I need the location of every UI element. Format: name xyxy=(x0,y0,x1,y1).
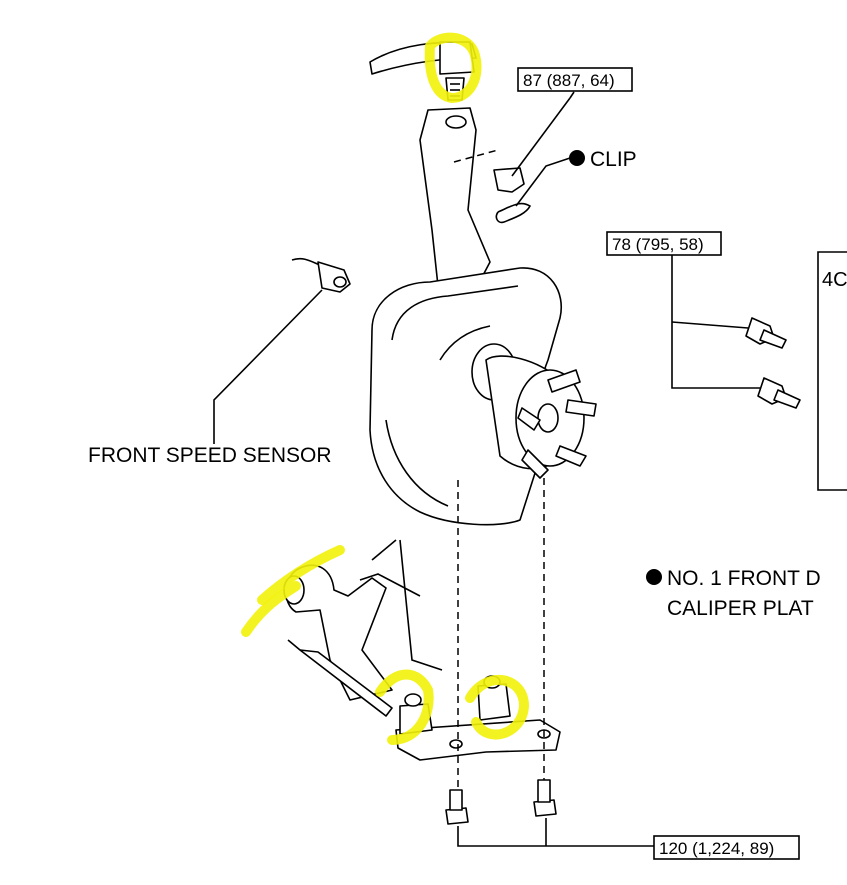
steering-knuckle xyxy=(369,107,597,526)
nut-part xyxy=(493,91,575,193)
knuckle-bolts xyxy=(671,254,801,409)
cut-box-text: 4C xyxy=(822,269,847,291)
front-speed-sensor-label: FRONT SPEED SENSOR xyxy=(88,444,332,467)
bullet-icon xyxy=(569,150,585,166)
torque-label-box-top xyxy=(517,67,633,92)
clip-label: CLIP xyxy=(590,148,637,171)
torque-label-bottom: 120 (1,224, 89) xyxy=(659,839,774,858)
bullet-icon xyxy=(646,569,662,585)
upper-arm xyxy=(369,41,477,101)
torque-label-right: 78 (795, 58) xyxy=(612,235,704,254)
front-speed-sensor-part xyxy=(213,257,351,444)
cut-box-frame xyxy=(817,251,847,491)
yellow-highlights xyxy=(241,32,529,745)
note-line-1: NO. 1 FRONT D xyxy=(667,567,821,590)
torque-label-box-right xyxy=(606,231,722,256)
lower-ball-joint xyxy=(395,675,561,761)
clip-part xyxy=(495,157,571,224)
torque-label-box-bottom xyxy=(653,835,800,860)
lower-bolts xyxy=(445,779,654,847)
note-line-2: CALIPER PLAT xyxy=(667,597,814,620)
torque-label-top: 87 (887, 64) xyxy=(523,71,615,90)
alignment-lines xyxy=(457,478,545,790)
